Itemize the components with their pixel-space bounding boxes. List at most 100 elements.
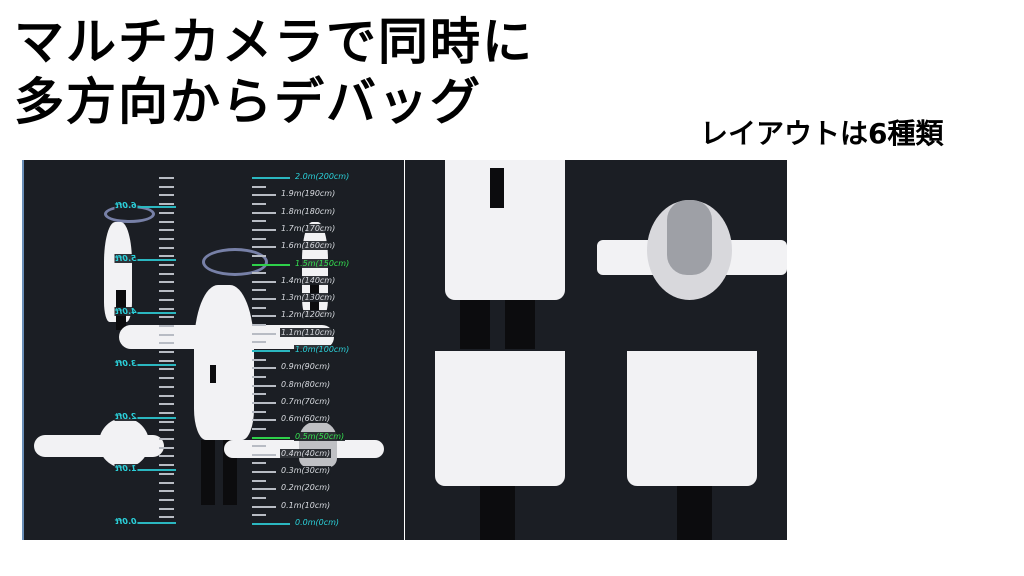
metric-minor-tick <box>252 462 266 465</box>
metric-minor-tick <box>252 514 266 517</box>
feet-minor-tick <box>159 368 174 371</box>
title-line-1: マルチカメラで同時に <box>14 13 534 71</box>
model-front-view <box>194 285 254 440</box>
feet-minor-tick <box>159 507 174 510</box>
camera-front-closeup <box>405 160 595 349</box>
metric-tick <box>252 367 276 370</box>
feet-minor-tick <box>159 272 174 275</box>
metric-tick <box>252 298 276 301</box>
feet-tick <box>136 469 176 472</box>
metric-minor-tick <box>252 393 266 396</box>
multi-camera-view-main: 2.0m(200cm)1.9m(190cm)1.8m(180cm)1.7m(17… <box>22 160 404 540</box>
id-card <box>490 168 504 208</box>
metric-label: 0.3m(30cm) <box>280 466 332 476</box>
feet-minor-tick <box>159 516 174 519</box>
metric-minor-tick <box>252 375 266 378</box>
model-torso <box>445 160 565 300</box>
model-bottom-view-shoes <box>299 422 337 467</box>
feet-minor-tick <box>159 481 174 484</box>
metric-tick <box>252 523 290 525</box>
feet-minor-tick <box>159 255 174 258</box>
metric-tick <box>252 280 276 283</box>
metric-tick <box>252 505 276 508</box>
subtitle: レイアウトは6種類 <box>700 117 944 150</box>
model-leg <box>677 486 712 540</box>
feet-minor-tick <box>159 220 174 223</box>
metric-tick <box>252 228 276 231</box>
metric-tick <box>252 246 276 249</box>
feet-minor-tick <box>159 229 174 232</box>
feet-tick <box>136 311 176 314</box>
model-hair <box>435 351 565 486</box>
model-shoes <box>667 200 712 275</box>
halo <box>104 205 155 223</box>
model-leg <box>310 280 319 320</box>
feet-tick <box>136 364 176 367</box>
feet-minor-tick <box>159 203 174 206</box>
metric-minor-tick <box>252 497 266 499</box>
model-leg <box>480 486 515 540</box>
feet-minor-tick <box>159 290 174 293</box>
feet-minor-tick <box>159 264 174 266</box>
metric-minor-tick <box>252 237 266 240</box>
feet-minor-tick <box>159 420 174 423</box>
metric-tick <box>252 471 276 474</box>
metric-minor-tick <box>252 427 266 430</box>
feet-tick <box>136 416 176 419</box>
model-top-view-body <box>99 418 149 468</box>
metric-tick <box>252 177 290 179</box>
feet-minor-tick <box>159 246 174 249</box>
feet-minor-tick <box>159 377 174 380</box>
model-leg <box>460 300 490 349</box>
metric-minor-tick <box>252 289 266 292</box>
camera-top-view <box>597 160 787 349</box>
metric-minor-tick <box>252 202 266 205</box>
feet-tick <box>136 522 176 524</box>
metric-tick <box>252 488 276 491</box>
metric-minor-tick <box>252 185 266 188</box>
metric-label: 1.8m(180cm) <box>280 206 337 216</box>
metric-tick <box>252 194 276 197</box>
metric-tick <box>252 436 290 439</box>
metric-tick <box>252 384 276 387</box>
model-hair <box>627 351 757 486</box>
metric-minor-tick <box>252 306 266 309</box>
model-leg <box>116 290 126 330</box>
metric-tick <box>252 401 276 404</box>
metric-label: 0.9m(90cm) <box>280 362 332 372</box>
metric-minor-tick <box>252 220 266 223</box>
feet-minor-tick <box>159 394 174 397</box>
feet-minor-tick <box>159 411 174 414</box>
feet-minor-tick <box>159 385 174 388</box>
feet-minor-tick <box>159 281 174 284</box>
camera-side-view <box>597 351 787 540</box>
metric-minor-tick <box>252 479 266 482</box>
metric-minor-tick <box>252 410 266 413</box>
model-leg <box>505 300 535 349</box>
feet-minor-tick <box>159 472 174 475</box>
metric-label: 0.1m(10cm) <box>280 500 332 510</box>
model-leg <box>201 440 215 505</box>
feet-minor-tick <box>159 307 174 310</box>
metric-tick <box>252 419 276 422</box>
feet-minor-tick <box>159 177 174 179</box>
feet-minor-tick <box>159 403 174 406</box>
metric-label: 0.7m(70cm) <box>280 396 332 406</box>
feet-minor-tick <box>159 455 174 458</box>
halo <box>202 248 268 276</box>
feet-minor-tick <box>159 237 174 240</box>
id-card <box>210 365 216 383</box>
feet-minor-tick <box>159 359 174 362</box>
feet-label: 0.0ft <box>114 517 138 526</box>
metric-label: 0.8m(80cm) <box>280 379 332 389</box>
feet-label: 3.0ft <box>114 359 138 369</box>
feet-minor-tick <box>159 316 174 319</box>
feet-minor-tick <box>159 298 174 301</box>
feet-minor-tick <box>159 464 174 467</box>
metric-tick <box>252 315 276 318</box>
feet-minor-tick <box>159 490 174 493</box>
metric-tick <box>252 350 290 352</box>
metric-label: 0.0m(0cm) <box>294 518 341 527</box>
feet-minor-tick <box>159 429 174 432</box>
feet-minor-tick <box>159 498 174 501</box>
